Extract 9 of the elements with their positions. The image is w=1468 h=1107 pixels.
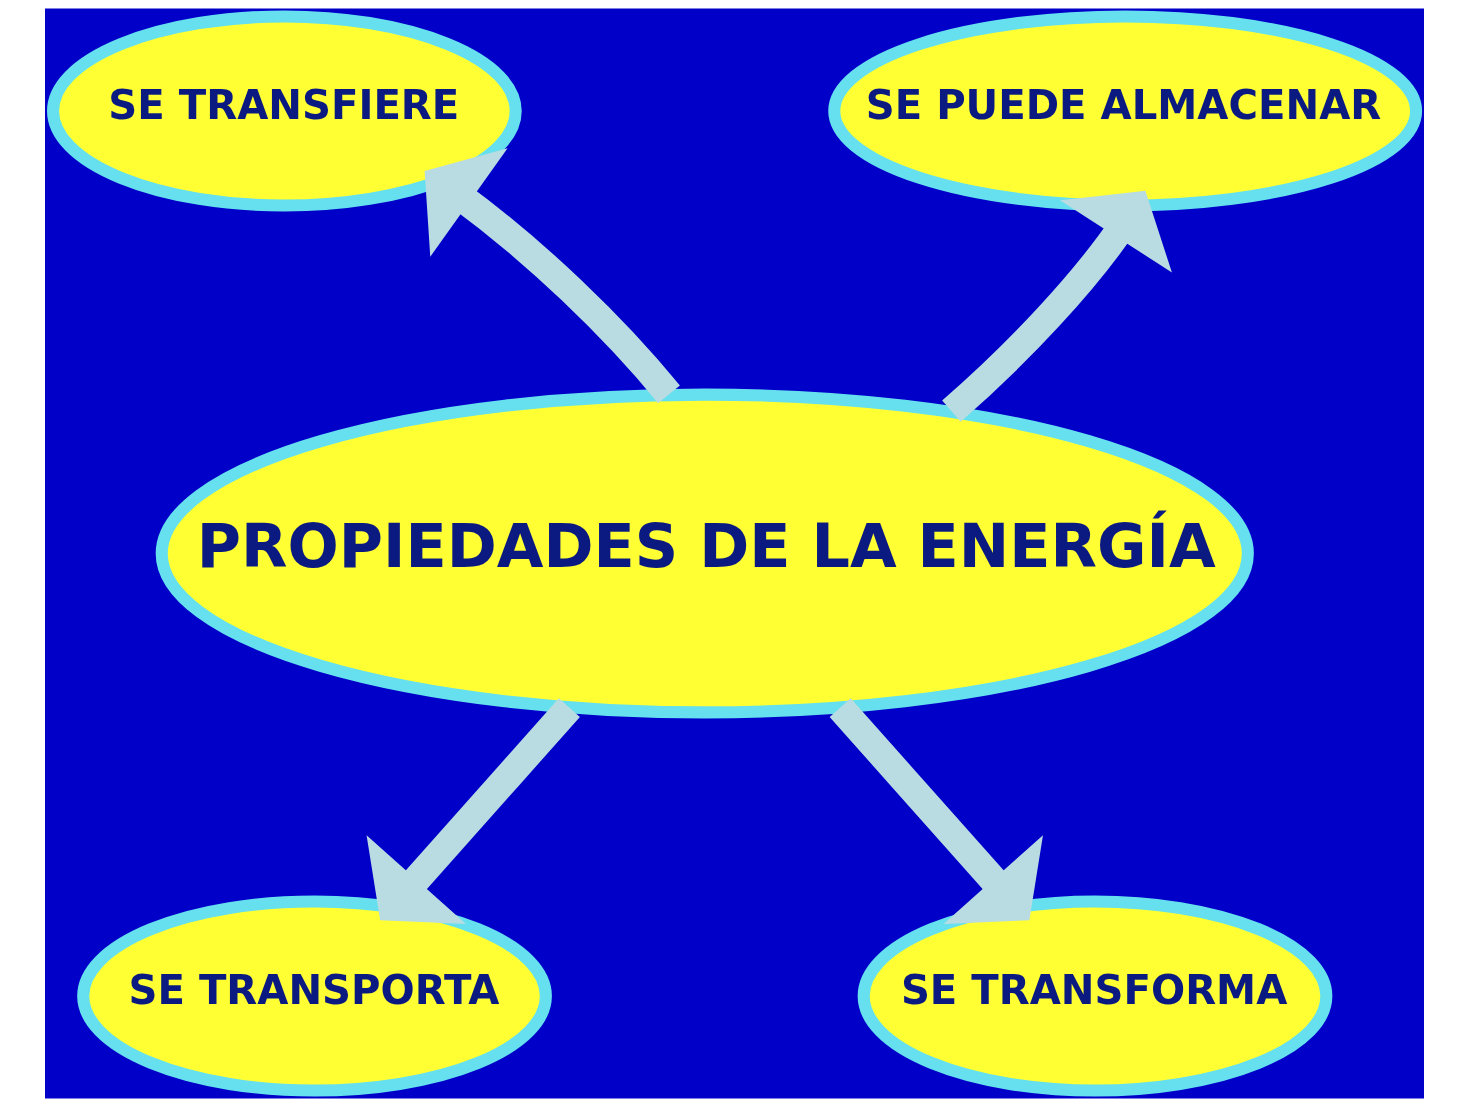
node-ellipse: PROPIEDADES DE LA ENERGÍA bbox=[155, 388, 1254, 719]
node-ellipse: SE PUEDE ALMACENAR bbox=[827, 10, 1422, 212]
arrow bbox=[424, 148, 680, 404]
arrow bbox=[941, 190, 1172, 422]
arrow bbox=[366, 698, 580, 924]
node-ellipse: SE TRANSFORMA bbox=[857, 895, 1332, 1097]
node-ellipse: SE TRANSPORTA bbox=[76, 895, 552, 1097]
arrow bbox=[829, 698, 1043, 924]
node-ellipse: SE TRANSFIERE bbox=[46, 10, 522, 212]
